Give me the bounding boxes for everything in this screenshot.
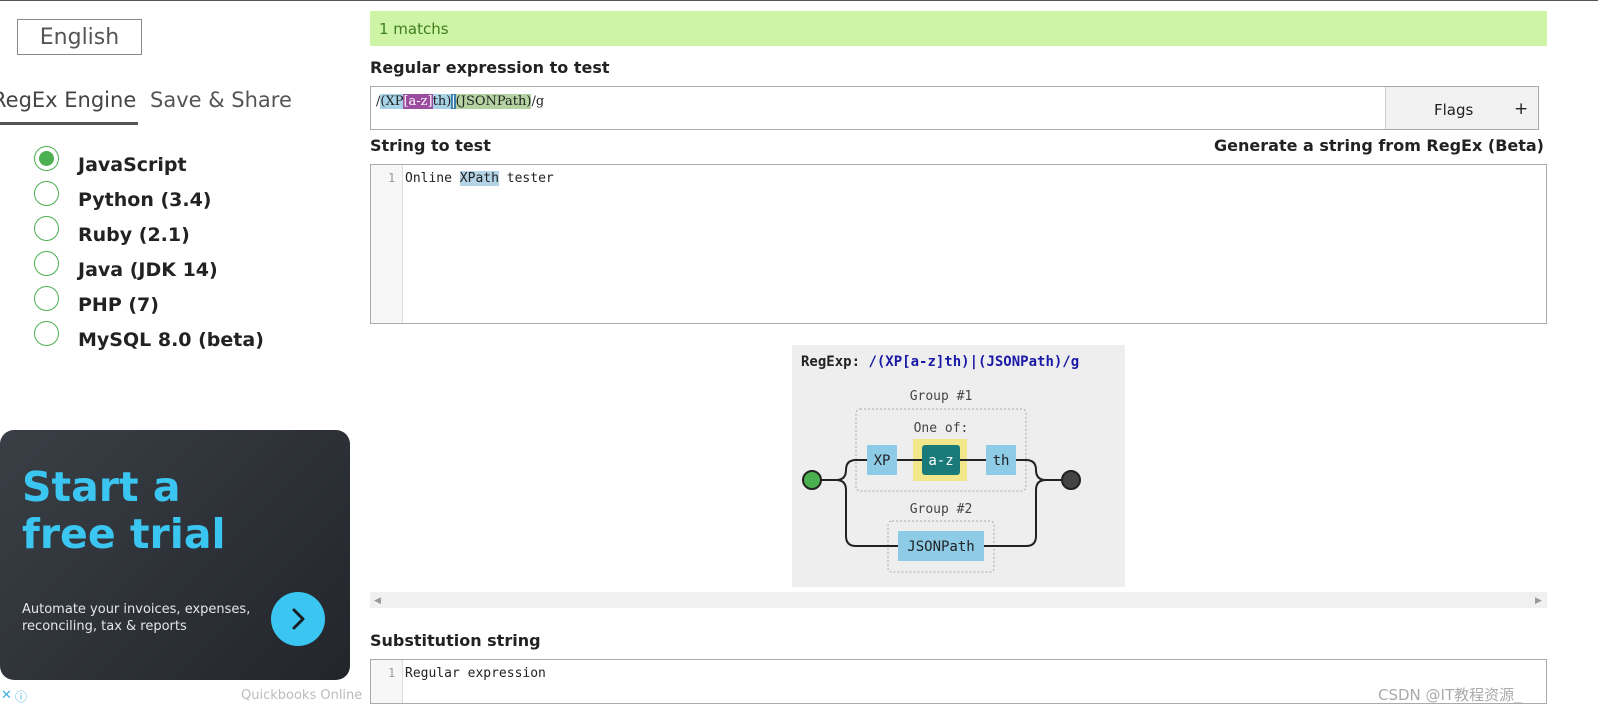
- line-gutter: [371, 660, 403, 703]
- plus-icon[interactable]: +: [1514, 99, 1529, 119]
- radio-icon[interactable]: [34, 146, 59, 171]
- ad-title: Start a free trial: [22, 463, 226, 558]
- engine-option-java[interactable]: Java (JDK 14): [34, 251, 354, 281]
- match-status: 1 matchs: [370, 11, 1547, 46]
- engine-option-python[interactable]: Python (3.4): [34, 181, 354, 211]
- group2-label: Group #2: [910, 502, 973, 517]
- engine-label: Python (3.4): [78, 189, 212, 211]
- ad-text: Automate your invoices, expenses, reconc…: [22, 602, 251, 634]
- engine-label: Ruby (2.1): [78, 224, 190, 246]
- test-string-editor[interactable]: 1 Online XPath tester: [370, 164, 1547, 324]
- radio-icon[interactable]: [34, 321, 59, 346]
- engine-label: PHP (7): [78, 294, 159, 316]
- test-string-text[interactable]: Online XPath tester: [405, 171, 554, 186]
- end-node-icon: [1061, 470, 1081, 490]
- radio-icon[interactable]: [34, 286, 59, 311]
- chevron-right-icon: [292, 608, 305, 630]
- substitution-label: Substitution string: [370, 631, 541, 650]
- node-az: a-z: [928, 453, 953, 469]
- node-jsonpath-box: [898, 531, 984, 561]
- node-th: th: [993, 453, 1010, 469]
- node-xp: XP: [874, 453, 891, 469]
- diagram-title: RegExp: /(XP[a-z]th)|(JSONPath)/g: [801, 354, 1080, 370]
- watermark: CSDN @IT教程资源_: [1378, 686, 1522, 704]
- top-border: [0, 0, 1598, 1]
- substitution-text[interactable]: Regular expression: [405, 666, 546, 681]
- substitution-editor[interactable]: 1 Regular expression: [370, 659, 1547, 704]
- engine-option-mysql[interactable]: MySQL 8.0 (beta): [34, 321, 354, 351]
- railroad-svg: Group #1 One of: XP a-z th Group #2 JSON…: [802, 389, 1081, 573]
- flags-button[interactable]: [1385, 87, 1538, 129]
- line-number: 1: [388, 171, 396, 185]
- scroll-left-icon[interactable]: ◀: [374, 596, 381, 606]
- start-node-icon: [802, 470, 822, 490]
- regex-value[interactable]: /(XP[a-z]th)|(JSONPath)/g: [376, 94, 545, 109]
- tab-save-share[interactable]: Save & Share: [150, 88, 292, 112]
- line-number: 1: [388, 666, 396, 680]
- node-jsonpath: JSONPath: [907, 539, 974, 555]
- horizontal-scrollbar[interactable]: [370, 592, 1547, 608]
- one-of-label: One of:: [914, 421, 969, 436]
- radio-icon[interactable]: [34, 216, 59, 241]
- scroll-right-icon[interactable]: ▶: [1535, 596, 1542, 606]
- generate-string-link[interactable]: Generate a string from RegEx (Beta): [1214, 136, 1544, 155]
- engine-option-php[interactable]: PHP (7): [34, 286, 354, 316]
- ad-brand: Quickbooks Online: [241, 688, 363, 703]
- node-xp-box: [867, 445, 897, 475]
- engine-option-javascript[interactable]: JavaScript: [34, 146, 354, 176]
- language-button[interactable]: English: [17, 19, 142, 55]
- ad-go-button[interactable]: [271, 592, 325, 646]
- engine-label: Java (JDK 14): [78, 259, 218, 281]
- radio-icon[interactable]: [34, 251, 59, 276]
- regex-input[interactable]: [370, 86, 1539, 130]
- tab-regex-engine[interactable]: RegEx Engine: [0, 86, 138, 125]
- string-label: String to test: [370, 136, 491, 155]
- flags-label[interactable]: Flags: [1434, 101, 1474, 119]
- node-az-box: [922, 445, 960, 475]
- regex-label: Regular expression to test: [370, 58, 610, 77]
- radio-icon[interactable]: [34, 181, 59, 206]
- line-gutter: [371, 165, 403, 323]
- match-highlight: XPath: [459, 171, 499, 186]
- close-icon[interactable]: ✕: [1, 688, 12, 703]
- engine-label: JavaScript: [78, 154, 187, 176]
- engine-option-ruby[interactable]: Ruby (2.1): [34, 216, 354, 246]
- group1-label: Group #1: [910, 389, 973, 404]
- engine-label: MySQL 8.0 (beta): [78, 329, 264, 351]
- node-th-box: [986, 445, 1016, 475]
- info-icon[interactable]: ⓘ: [15, 690, 28, 704]
